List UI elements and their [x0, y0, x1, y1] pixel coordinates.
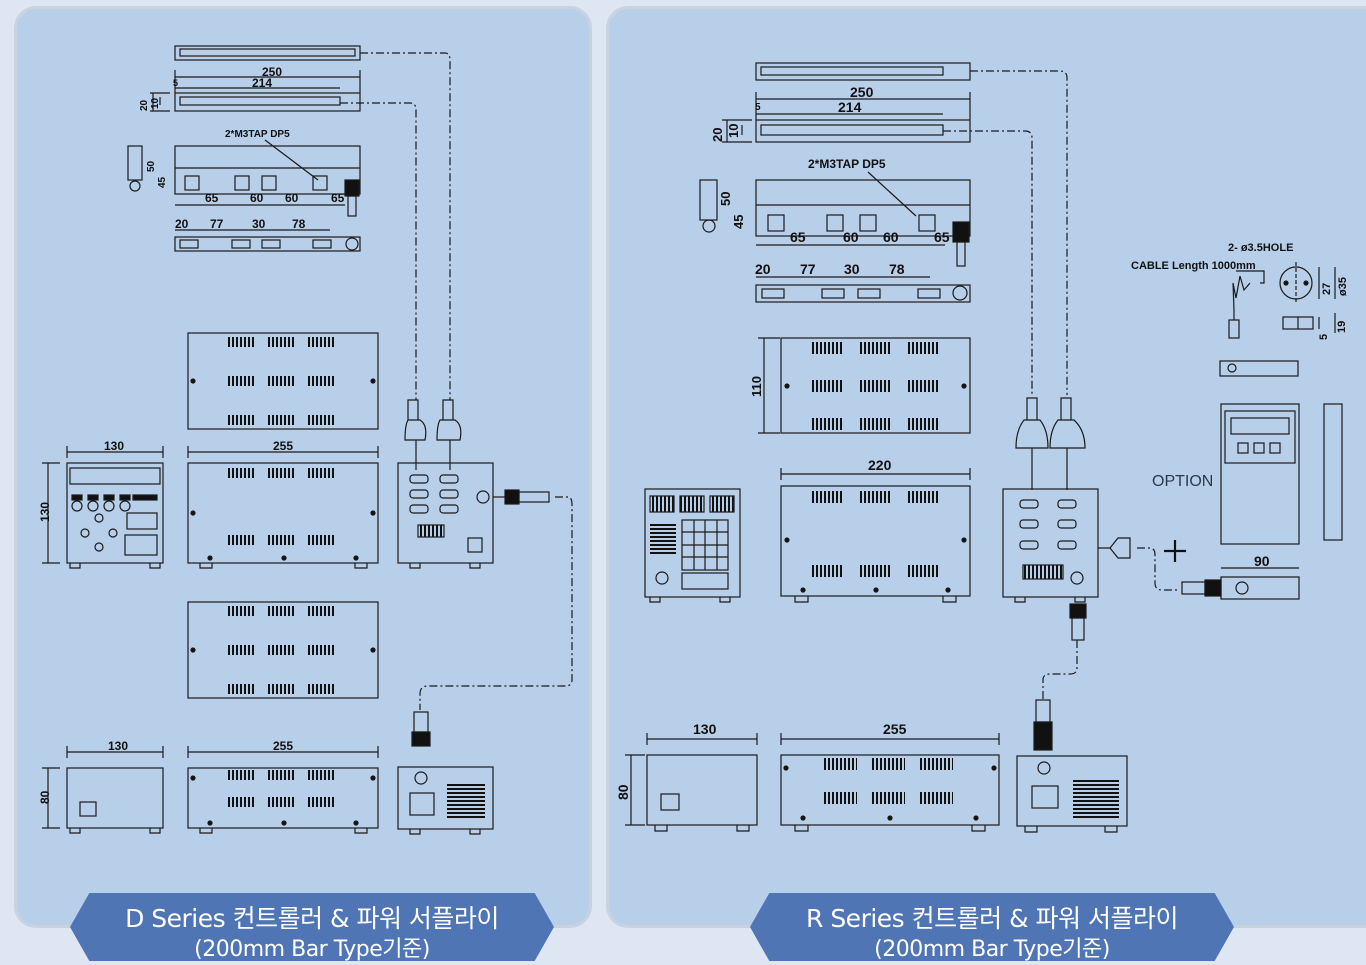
d-bar-dimensions [150, 70, 361, 112]
r-dim-35: ø35 [1337, 277, 1349, 296]
r-lowsupply-width: 255 [883, 721, 907, 737]
r-bar-top-view [755, 62, 971, 143]
d-lowbox-height: 80 [38, 790, 52, 804]
r-dim-5: 5 [755, 102, 761, 113]
r-supply-width: 220 [868, 457, 892, 473]
d-ctrl-width: 130 [104, 439, 124, 453]
r-dim-27: 27 [1321, 283, 1333, 295]
plus-icon [1164, 540, 1186, 562]
r-hole-note: 2- ø3.5HOLE [1228, 242, 1293, 254]
r-dim-60a: 60 [843, 229, 859, 245]
d-dimension-labels: 250 214 5 20 10 2*M3TAP DP5 50 45 65 60 … [38, 65, 345, 804]
d-dim-65b: 65 [331, 191, 345, 205]
option-label: OPTION [1152, 473, 1214, 490]
banner-background [70, 893, 554, 961]
d-lowsupply-width: 255 [273, 739, 293, 753]
r-dim-5b: 5 [1318, 334, 1330, 340]
d-series-title: D Series 컨트롤러 & 파워 서플라이 [125, 904, 499, 933]
r-supply-height: 110 [749, 376, 764, 397]
r-supply-mid [780, 468, 971, 603]
d-series-panel [14, 6, 592, 928]
d-tap-note: 2*M3TAP DP5 [225, 129, 290, 140]
d-dim-78: 78 [292, 217, 306, 231]
r-dim-19: 19 [1336, 321, 1348, 333]
r-dim-250: 250 [850, 84, 874, 100]
d-cables [340, 52, 573, 710]
r-dim-60b: 60 [883, 229, 899, 245]
r-dim-10: 10 [726, 124, 741, 138]
d-dim-20b: 20 [175, 217, 189, 231]
d-supply-top [187, 332, 379, 430]
r-sensor [1219, 262, 1336, 377]
d-series-subtitle: (200mm Bar Type기준) [194, 937, 430, 962]
r-series-panel [606, 6, 1366, 928]
r-supply-top [758, 337, 971, 434]
d-supply-mid [187, 446, 379, 569]
r-low-box [625, 733, 758, 832]
r-dim-30: 30 [844, 261, 860, 277]
r-series-title: R Series 컨트롤러 & 파워 서플라이 [806, 904, 1178, 933]
d-power-box [397, 711, 494, 835]
d-dim-214: 214 [252, 76, 272, 90]
r-tap-note: 2*M3TAP DP5 [808, 157, 886, 171]
r-option-width: 90 [1254, 553, 1270, 569]
d-dim-5: 5 [173, 78, 178, 88]
r-cables [943, 70, 1180, 700]
d-dim-60a: 60 [250, 191, 264, 205]
r-lowbox-height: 80 [615, 784, 631, 800]
d-ctrl-height: 130 [38, 502, 52, 522]
r-dim-50: 50 [718, 192, 733, 206]
d-dim-77: 77 [210, 217, 224, 231]
r-power-box [1016, 699, 1128, 833]
r-bar-front-view [699, 171, 971, 267]
r-dim-214: 214 [838, 99, 862, 115]
d-bar-front-view [127, 139, 361, 217]
r-dimension-labels: 250 214 5 20 10 2*M3TAP DP5 50 45 65 60 … [615, 84, 1349, 800]
d-connector-box [397, 399, 550, 569]
r-dim-20: 20 [710, 128, 725, 142]
r-dim-45: 45 [731, 215, 746, 229]
d-dim-60b: 60 [285, 191, 299, 205]
d-supply-bottom [187, 601, 379, 699]
d-dim-50: 50 [146, 160, 157, 172]
d-supply-width: 255 [273, 439, 293, 453]
d-dim-65a: 65 [205, 191, 219, 205]
d-dim-20: 20 [139, 99, 150, 111]
r-low-supply [780, 733, 1000, 832]
d-dim-45: 45 [157, 176, 168, 188]
r-dim-65b: 65 [934, 229, 950, 245]
r-series-subtitle: (200mm Bar Type기준) [874, 937, 1110, 962]
r-lowbox-width: 130 [693, 721, 717, 737]
r-dim-65a: 65 [790, 229, 806, 245]
d-dim-30: 30 [252, 217, 266, 231]
d-dim-250: 250 [262, 65, 282, 79]
d-lowbox-width: 130 [108, 739, 128, 753]
r-option-unit [1181, 403, 1343, 600]
d-low-supply [187, 746, 379, 834]
d-controller [42, 446, 164, 569]
r-connector-box [1002, 397, 1131, 641]
banner-background [750, 893, 1234, 961]
r-dim-77: 77 [800, 261, 816, 277]
d-low-box [42, 746, 164, 834]
r-dim-78: 78 [889, 261, 905, 277]
d-series-title-banner: D Series 컨트롤러 & 파워 서플라이 (200mm Bar Type기… [70, 893, 554, 962]
r-series-title-banner: R Series 컨트롤러 & 파워 서플라이 (200mm Bar Type기… [750, 893, 1234, 962]
r-bar-dimensions [722, 92, 971, 143]
d-dim-10: 10 [150, 97, 161, 109]
r-cable-note: CABLE Length 1000mm [1131, 260, 1256, 272]
r-controller [644, 488, 741, 603]
d-bar-bottom-view [174, 229, 361, 252]
r-dim-20b: 20 [755, 261, 771, 277]
r-bar-bottom-view [755, 276, 971, 303]
